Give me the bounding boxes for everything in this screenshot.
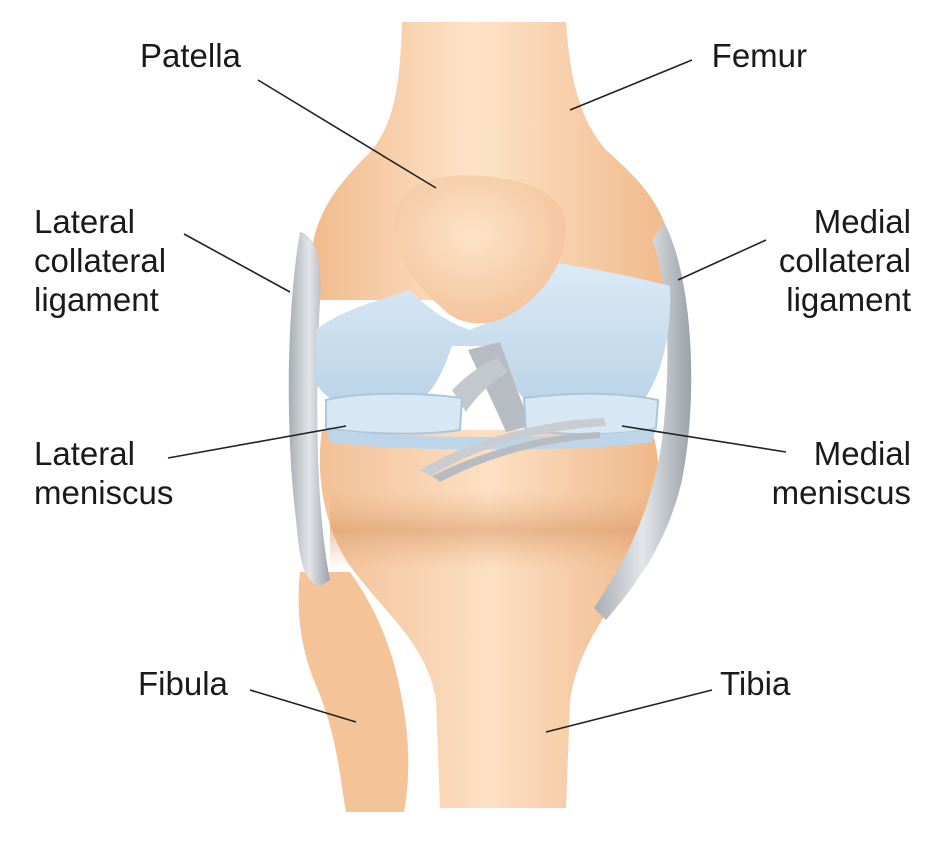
- label-fibula: Fibula: [138, 665, 228, 702]
- patella-bone: [395, 175, 567, 324]
- femoral-cartilage: [316, 262, 671, 416]
- lateral-collateral-ligament: [288, 232, 330, 586]
- ligament-strand-2: [432, 432, 600, 482]
- leader-line-lateral-collateral: [183, 233, 291, 293]
- tibia-shadow-band: [330, 490, 650, 570]
- leader-line-lateral-meniscus: [167, 425, 347, 459]
- label-medial-meniscus: Medial meniscus: [771, 435, 911, 511]
- ligament-strand: [420, 418, 606, 476]
- lateral-meniscus: [325, 392, 464, 435]
- label-lateral-collateral-ligament: Lateral collateral ligament: [34, 203, 167, 318]
- label-lateral-meniscus: Lateral meniscus: [34, 435, 174, 511]
- label-patella: Patella: [140, 37, 241, 74]
- label-femur: Femur: [711, 37, 807, 74]
- cruciate-ligament-2: [452, 358, 508, 412]
- leader-line-medial-meniscus: [621, 425, 787, 453]
- fibula-bone: [298, 572, 409, 812]
- label-medial-collateral-ligament: Medial collateral ligament: [778, 203, 911, 318]
- leader-line-femur: [569, 59, 693, 111]
- leader-line-patella: [257, 79, 437, 189]
- leader-line-medial-collateral: [677, 239, 767, 281]
- leader-line-tibia: [545, 689, 713, 733]
- leader-line-fibula: [249, 689, 357, 723]
- label-tibia: Tibia: [720, 665, 791, 702]
